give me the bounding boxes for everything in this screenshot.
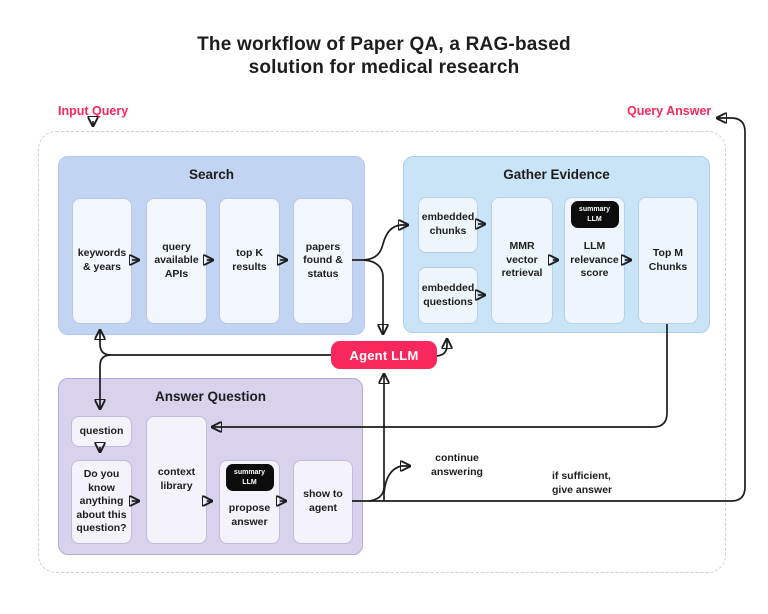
summary-llm-badge-2-line2: LLM (242, 478, 257, 486)
continue-answering-line2: answering (431, 466, 483, 479)
summary-llm-badge-2: summary LLM (225, 464, 274, 491)
card-papers-found-status: papers found & status (293, 198, 353, 324)
card-llm-relevance-score: summary LLM LLM relevance score (564, 197, 625, 324)
card-query-available-apis: query available APIs (146, 198, 207, 324)
answer-question-section: Answer Question question Do you know any… (58, 378, 363, 555)
input-query-label: Input Query (58, 104, 129, 118)
diagram-title-line2: solution for medical research (248, 57, 520, 78)
summary-llm-badge-line2: LLM (587, 215, 602, 223)
card-keywords-years: keywords & years (72, 198, 132, 324)
query-answer-label: Query Answer (627, 104, 712, 118)
card-embedded-questions: embedded questions (418, 267, 478, 324)
gather-evidence-section: Gather Evidence embedded chunks embedded… (403, 156, 710, 333)
continue-answering-line1: continue (435, 452, 479, 464)
gather-evidence-title: Gather Evidence (503, 167, 610, 182)
continue-answering-note: continue answering (424, 451, 490, 479)
card-top-k-results: top K results (219, 198, 280, 324)
search-section: Search keywords & years query available … (58, 156, 365, 335)
card-question: question (71, 416, 132, 447)
card-show-to-agent: show to agent (293, 460, 353, 544)
search-section-title: Search (188, 167, 235, 182)
card-propose-answer: summary LLM propose answer (219, 460, 280, 544)
if-sufficient-line2: give answer (552, 484, 613, 497)
card-context-library: context library (146, 416, 207, 544)
summary-llm-badge: summary LLM (570, 201, 619, 228)
summary-llm-badge-line1: summary (578, 206, 611, 214)
agent-llm-node: Agent LLM (331, 341, 437, 369)
diagram-title-line1: The workflow of Paper QA, a RAG-based (197, 34, 571, 55)
card-llm-relevance-score-label: LLM relevance score (570, 240, 619, 280)
card-embedded-chunks: embedded chunks (418, 197, 478, 253)
summary-llm-badge-2-line1: summary (233, 469, 266, 477)
card-mmr-vector-retrieval: MMR vector retrieval (491, 197, 553, 324)
diagram-title: The workflow of Paper QA, a RAG-based so… (0, 33, 768, 79)
card-top-m-chunks: Top M Chunks (638, 197, 698, 324)
card-do-you-know: Do you know anything about this question… (71, 460, 132, 544)
answer-question-title: Answer Question (154, 389, 267, 404)
if-sufficient-note: if sufficient, give answer (552, 469, 612, 497)
if-sufficient-line1: if sufficient, (552, 470, 611, 482)
card-propose-answer-label: propose answer (228, 502, 271, 528)
